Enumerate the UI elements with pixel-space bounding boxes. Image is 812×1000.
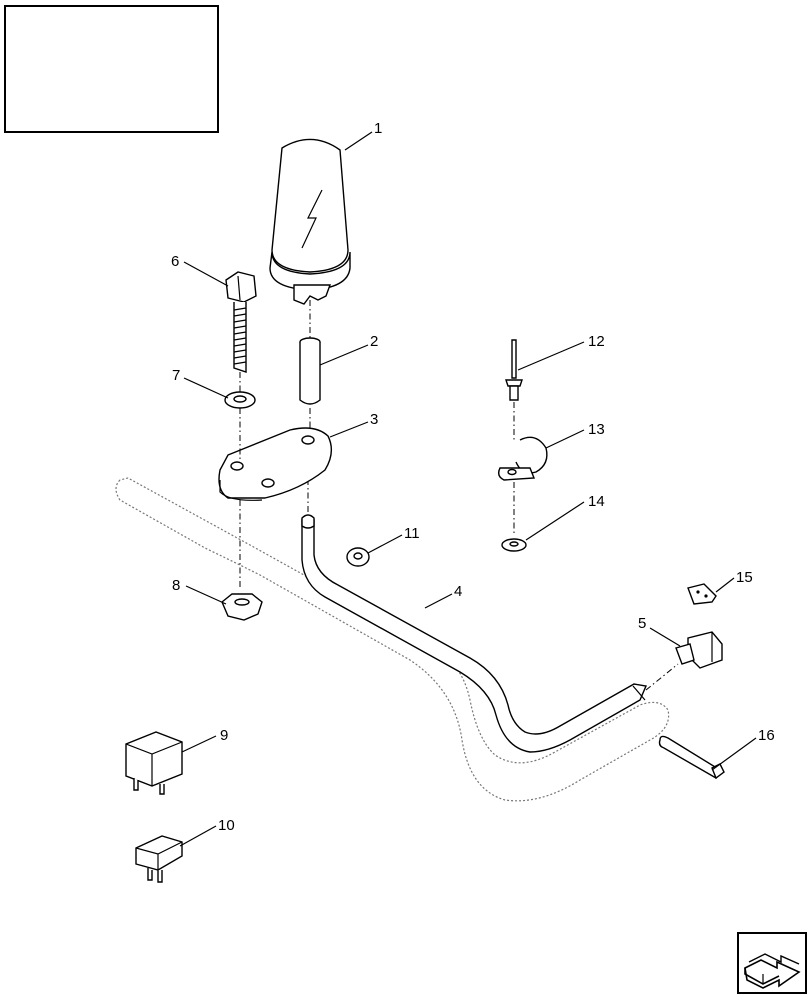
callout-6: 6	[171, 253, 179, 270]
part-14-washer	[501, 538, 527, 552]
title-block	[4, 5, 219, 133]
part-2-spacer-tube	[299, 337, 321, 438]
callout-1: 1	[374, 120, 382, 137]
part-5-connector	[675, 631, 723, 669]
part-9-relay	[125, 731, 183, 795]
part-6-bolt	[225, 271, 257, 590]
callout-14: 14	[588, 493, 605, 510]
callout-15: 15	[736, 569, 753, 586]
callout-12: 12	[588, 333, 605, 350]
part-16-cable-tie	[658, 735, 725, 780]
leader-lines	[179, 131, 757, 847]
callout-labels: 1 2 3 4 5 6 7 8 9 10 11 12 13 14 15 16	[171, 120, 775, 834]
part-10-fuse-module	[135, 835, 183, 883]
callout-4: 4	[454, 583, 462, 600]
callout-2: 2	[370, 333, 378, 350]
part-7-washer	[224, 391, 256, 409]
callout-13: 13	[588, 421, 605, 438]
part-8-nut	[221, 593, 263, 621]
part-11-grommet	[346, 547, 370, 567]
part-3-mounting-plate	[218, 427, 333, 501]
callout-3: 3	[370, 411, 378, 428]
callout-11: 11	[404, 525, 420, 542]
part-13-clip	[497, 436, 548, 534]
arrow-forward-icon	[744, 953, 801, 989]
callout-5: 5	[638, 615, 646, 632]
callout-16: 16	[758, 727, 775, 744]
callout-10: 10	[218, 817, 235, 834]
phantom-tube	[115, 477, 670, 802]
part-4-harness	[301, 468, 679, 753]
callout-9: 9	[220, 727, 228, 744]
next-page-button[interactable]	[737, 932, 807, 994]
part-1-beacon-lamp	[269, 138, 351, 340]
part-12-rivet	[505, 339, 523, 440]
callout-7: 7	[172, 367, 180, 384]
callout-8: 8	[172, 577, 180, 594]
part-15-connector-cap	[687, 583, 717, 605]
